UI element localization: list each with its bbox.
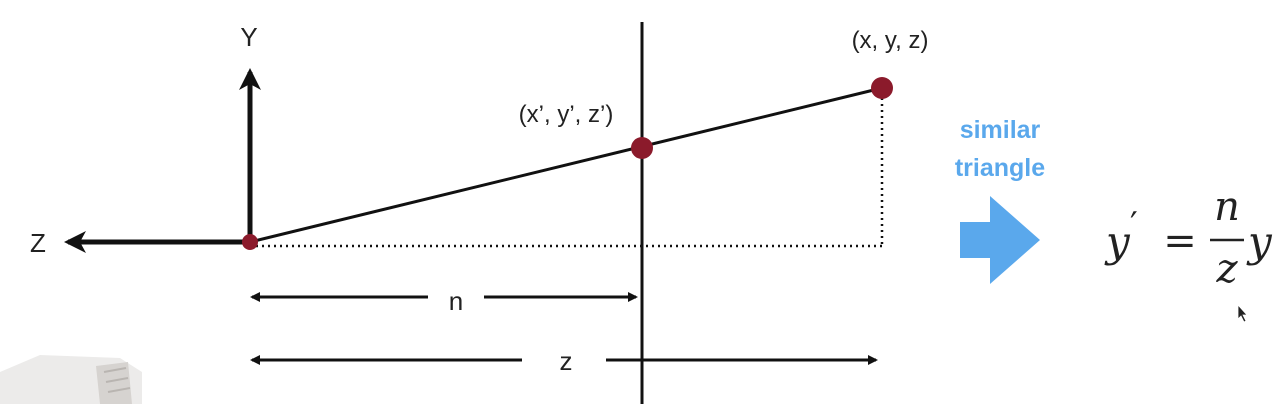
similar-triangle-note-line2: triangle [955, 154, 1045, 182]
right-arrow-icon [960, 196, 1040, 284]
equation-prime: ′ [1130, 205, 1138, 245]
equation-equals: = [1163, 218, 1197, 264]
far-point-label: (x, y, z) [852, 27, 929, 54]
near-point-label: (x’, y’, z’) [519, 101, 614, 128]
origin-point [242, 234, 258, 250]
projection-equation: y ′ = n z y [1104, 184, 1273, 292]
equation-numerator: n [1214, 184, 1240, 230]
similar-triangle-note-line1: similar [960, 116, 1041, 144]
n-distance-label: n [449, 286, 463, 316]
z-axis-label: Z [30, 228, 46, 258]
equation-lhs-variable: y [1104, 217, 1131, 266]
corner-background-fragment [0, 355, 142, 404]
projection-ray [249, 86, 883, 244]
z-distance-label: z [560, 346, 573, 376]
y-axis-label: Y [240, 22, 257, 52]
equation-rhs-variable: y [1246, 217, 1273, 266]
near-point [631, 137, 653, 159]
mouse-cursor-icon [1237, 303, 1248, 323]
equation-denominator: z [1215, 246, 1238, 292]
far-point [871, 77, 893, 99]
